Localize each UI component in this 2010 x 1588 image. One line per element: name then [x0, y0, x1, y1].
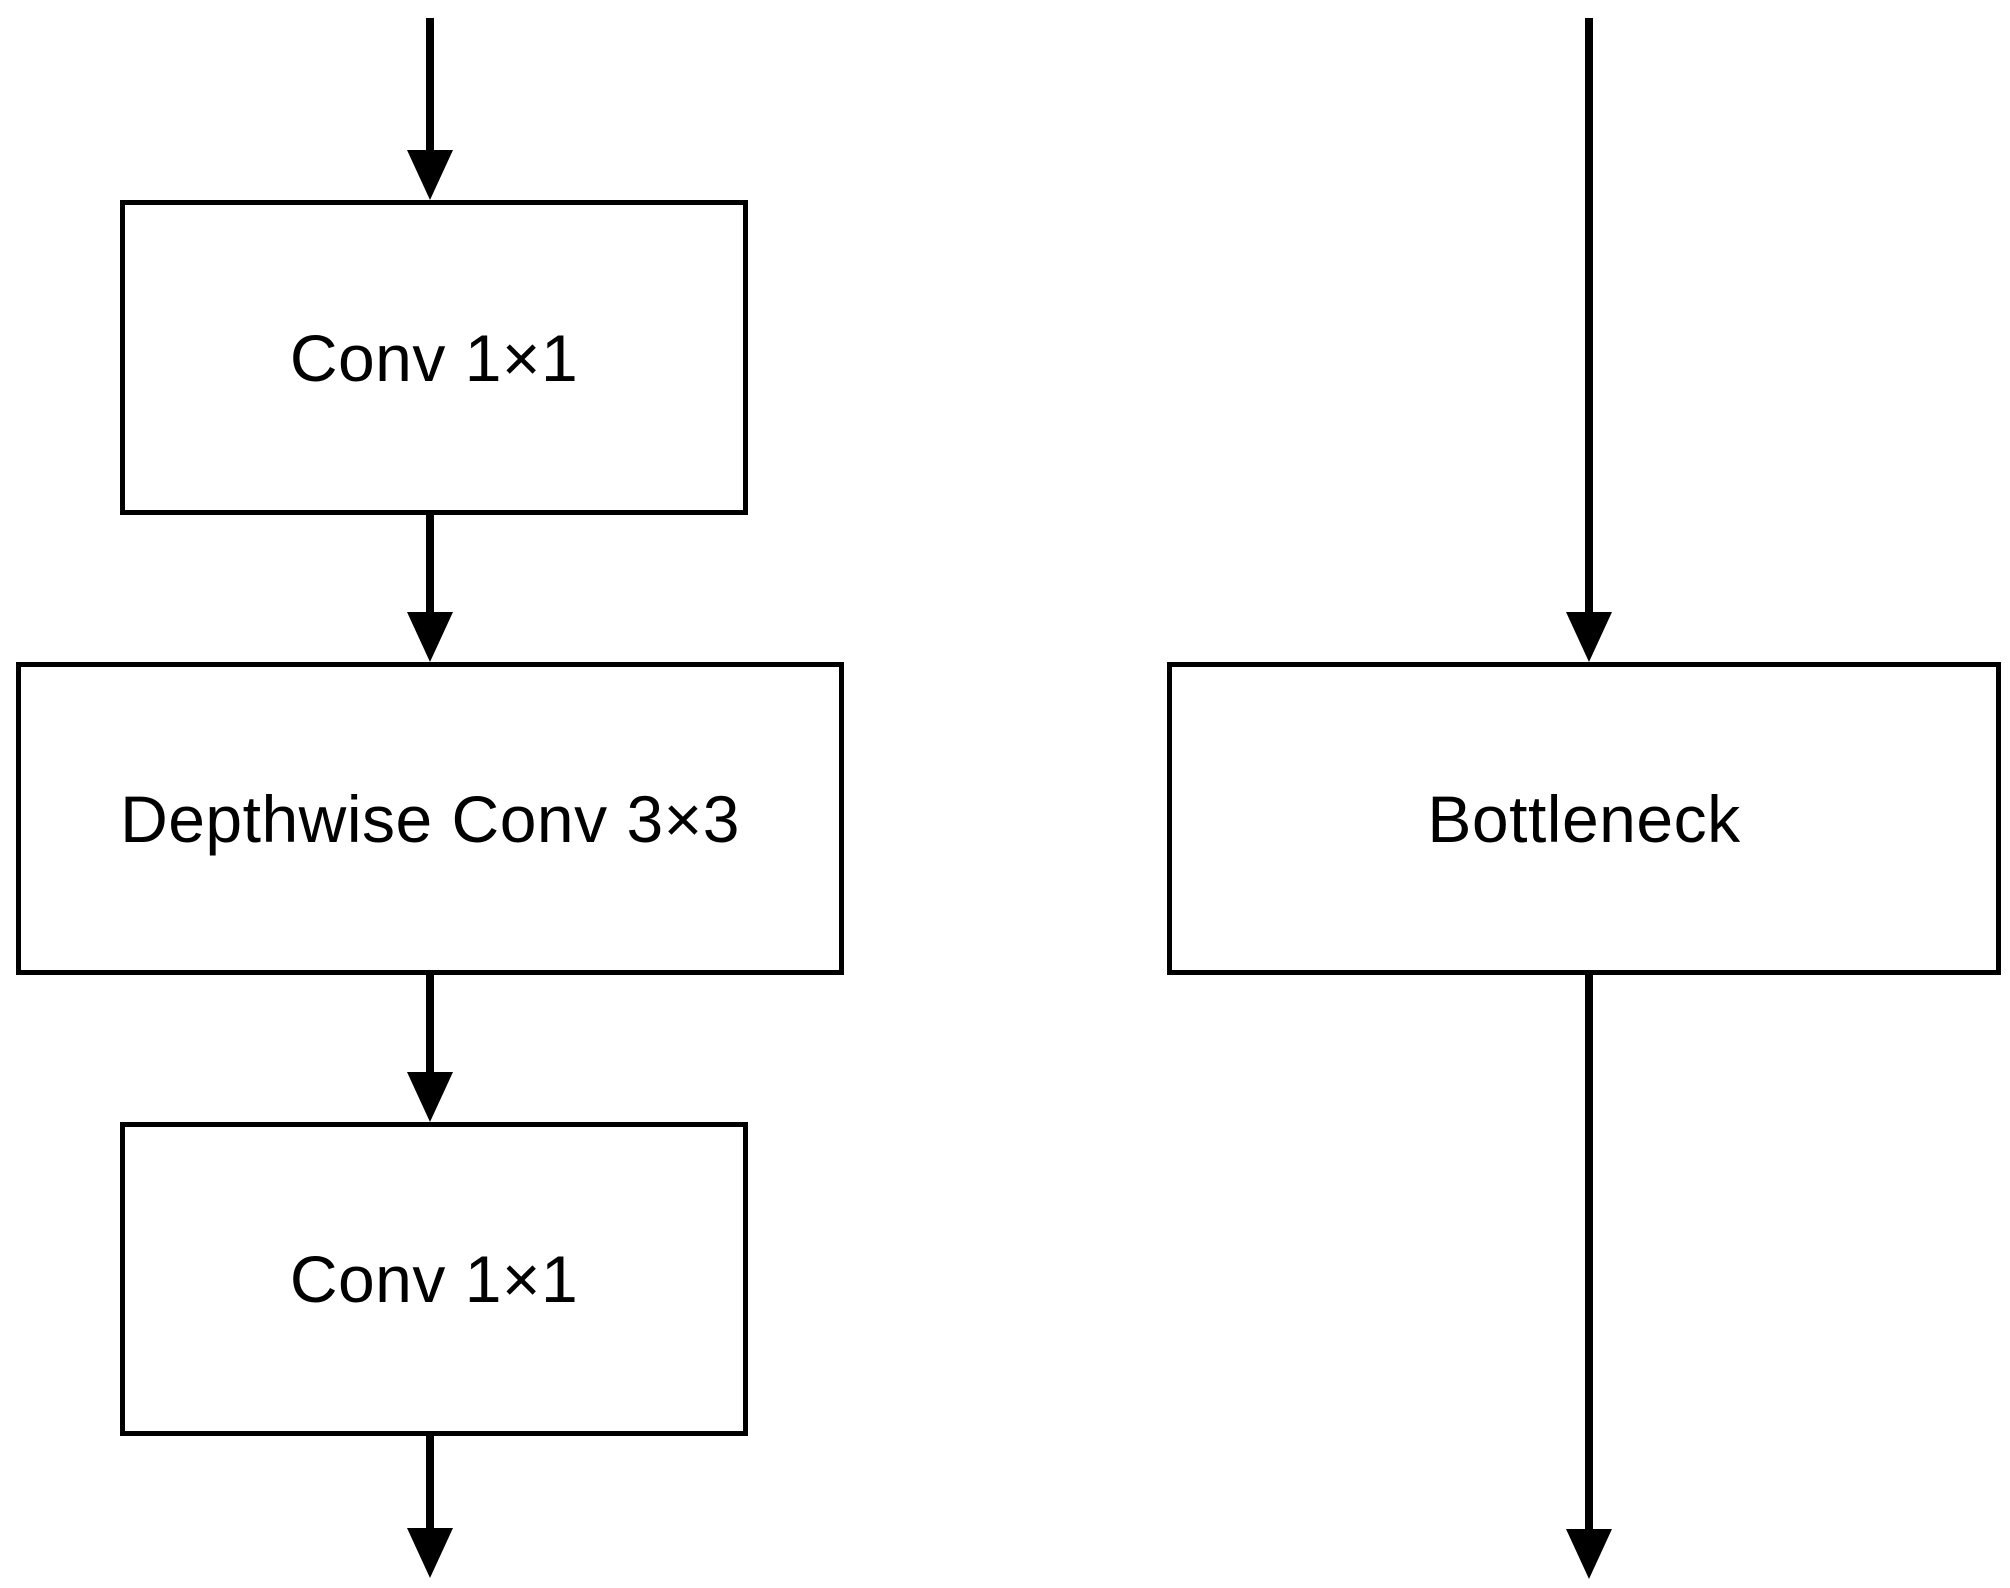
block-label: Conv 1×1 [289, 320, 579, 395]
arrowhead-icon [407, 150, 453, 200]
arrow-conv1x1-top-to-depthwise [407, 515, 453, 662]
block-bottleneck: Bottleneck [1167, 662, 2001, 975]
arrowhead-icon [407, 1072, 453, 1122]
block-conv1x1-top: Conv 1×1 [120, 200, 748, 515]
block-label: Depthwise Conv 3×3 [120, 781, 740, 856]
block-depthwise-conv3x3: Depthwise Conv 3×3 [16, 662, 844, 975]
arrow-line [426, 18, 434, 154]
arrow-line [1585, 975, 1593, 1533]
arrow-line [426, 1436, 434, 1532]
arrow-line [1585, 18, 1593, 616]
block-label: Conv 1×1 [289, 1242, 579, 1316]
block-conv1x1-bottom: Conv 1×1 [120, 1122, 748, 1436]
arrow-depthwise-to-conv1x1-bottom [407, 975, 453, 1122]
arrow-input-to-bottleneck [1566, 18, 1612, 662]
arrowhead-icon [407, 612, 453, 662]
arrowhead-icon [1566, 612, 1612, 662]
arrow-bottleneck-to-output [1566, 975, 1612, 1579]
block-label: Bottleneck [1427, 781, 1741, 856]
arrow-line [426, 975, 434, 1076]
arrow-conv1x1-bottom-to-output [407, 1436, 453, 1578]
arrowhead-icon [1566, 1529, 1612, 1579]
arrow-input-to-conv1x1-top [407, 18, 453, 200]
arrow-line [426, 515, 434, 616]
arrowhead-icon [407, 1528, 453, 1578]
